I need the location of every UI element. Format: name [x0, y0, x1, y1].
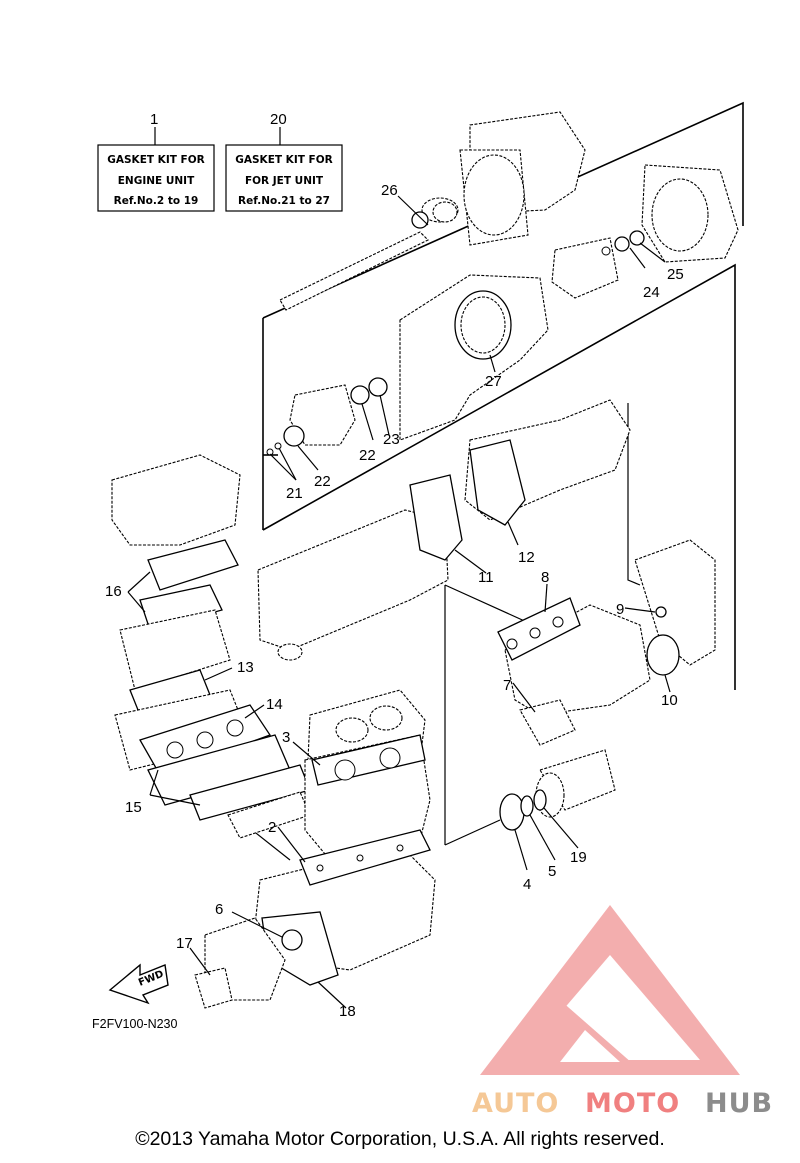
callout-16: 16 [105, 583, 122, 600]
part-8-gasket [497, 597, 581, 661]
exhaust-pipe [634, 539, 716, 676]
exhaust-manifold-top [409, 399, 631, 561]
jet-unit-frame [262, 101, 744, 690]
bearing-housing [266, 377, 388, 456]
leader-lines [127, 195, 671, 1009]
part-24-seal [614, 236, 630, 252]
callout-27: 27 [485, 373, 502, 390]
copyright-notice: ©2013 Yamaha Motor Corporation, U.S.A. A… [135, 1128, 665, 1150]
cylinder [304, 734, 431, 861]
svg-text:Ref.No.21 to 27: Ref.No.21 to 27 [238, 195, 330, 207]
callout-21: 21 [286, 485, 303, 502]
part-2-gasket [299, 829, 431, 886]
watermark-auto: AUTO [472, 1088, 559, 1119]
callout-23: 23 [383, 431, 400, 448]
callout-14: 14 [266, 696, 283, 713]
part-4-coupling [499, 793, 525, 831]
callout-2: 2 [268, 819, 276, 836]
watermark-moto: MOTO [585, 1088, 680, 1119]
watermark-hub: HUB [705, 1088, 773, 1119]
drive-shaft [279, 197, 459, 311]
callout-9: 9 [616, 601, 624, 618]
part-6-seal [281, 929, 303, 951]
part-11-gasket [409, 474, 463, 561]
svg-text:GASKET KIT FOR: GASKET KIT FOR [235, 154, 332, 166]
callout-15: 15 [125, 799, 142, 816]
part-25-seal [629, 230, 645, 246]
callout-10: 10 [661, 692, 678, 709]
callout-11: 11 [478, 569, 494, 586]
svg-text:ENGINE UNIT: ENGINE UNIT [118, 175, 195, 187]
part-19-ring [533, 789, 547, 811]
coupling [499, 749, 616, 831]
kit-box-engine: 1 GASKET KIT FOR ENGINE UNIT Ref.No.2 to… [97, 111, 215, 212]
callout-18: 18 [339, 1003, 356, 1020]
part-16-gasket-b [139, 584, 223, 631]
part-9-washer [655, 606, 667, 618]
part-16-gasket-a [147, 539, 239, 591]
water-box [111, 454, 241, 546]
flywheel-cover [194, 911, 339, 1009]
intake-duct [399, 274, 549, 441]
diagram-code: F2FV100-N230 [92, 1017, 178, 1031]
callout-1: 1 [150, 111, 158, 128]
watermark-text: AUTO MOTO HUB [472, 1088, 773, 1119]
svg-text:Ref.No.2 to 19: Ref.No.2 to 19 [114, 195, 199, 207]
part-22-seal [283, 425, 305, 447]
callout-24: 24 [643, 284, 660, 301]
callout-25: 25 [667, 266, 684, 283]
part-23-seal [368, 377, 388, 397]
pump-seals [411, 201, 645, 256]
part-22-seal-b [350, 385, 370, 405]
fwd-arrow-icon: FWD [108, 963, 169, 1005]
exhaust-chamber [257, 509, 449, 661]
callout-20: 20 [270, 111, 287, 128]
callout-26: 26 [381, 182, 398, 199]
part-17-plug [194, 967, 233, 1009]
kit-box-jet: 20 GASKET KIT FOR FOR JET UNIT Ref.No.21… [225, 111, 343, 212]
part-5-ring [520, 795, 534, 817]
part-26-oring [411, 211, 429, 229]
svg-text:GASKET KIT FOR: GASKET KIT FOR [107, 154, 204, 166]
callout-4: 4 [523, 876, 531, 893]
intake-gaskets [139, 704, 311, 839]
part-10-gasket [646, 634, 680, 676]
impeller [551, 237, 619, 299]
jet-pump-housing [641, 164, 739, 263]
watermark-logo-icon [480, 905, 740, 1075]
part-12-gasket [469, 439, 526, 526]
callout-12: 12 [518, 549, 535, 566]
callout-5: 5 [548, 863, 556, 880]
callout-13: 13 [237, 659, 254, 676]
callout-numbers: 26 25 24 27 23 22 22 21 12 11 8 9 10 7 1… [105, 182, 684, 1020]
callout-17: 17 [176, 935, 193, 952]
callout-19: 19 [570, 849, 587, 866]
callout-22b: 22 [314, 473, 331, 490]
callout-7: 7 [503, 677, 511, 694]
callout-22a: 22 [359, 447, 376, 464]
jet-nozzle [459, 111, 586, 246]
exhaust-manifold [497, 597, 651, 746]
svg-text:FOR JET UNIT: FOR JET UNIT [245, 175, 324, 187]
callout-6: 6 [215, 901, 223, 918]
callout-3: 3 [282, 729, 290, 746]
callout-8: 8 [541, 569, 549, 586]
